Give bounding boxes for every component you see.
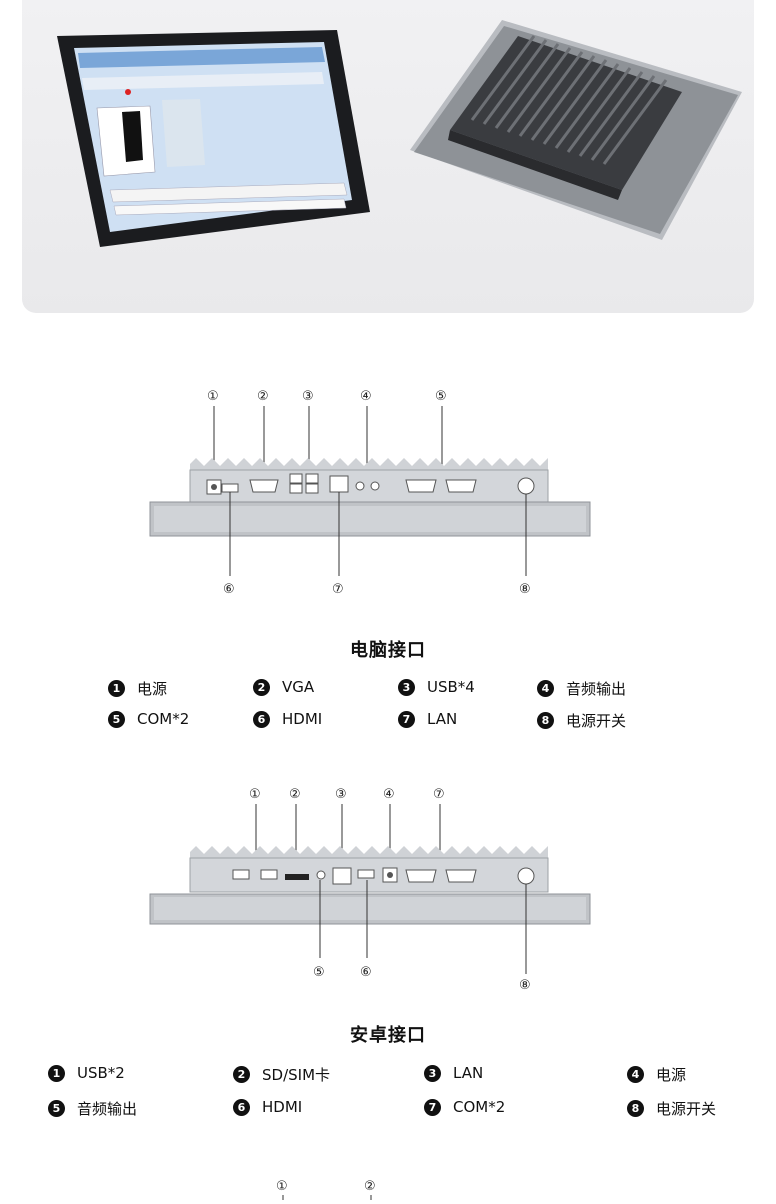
legend-label: HDMI (262, 1098, 303, 1116)
product-photos (57, 20, 742, 247)
number-badge: 3 (398, 678, 415, 696)
number-badge: 5 (48, 1100, 65, 1117)
computer-port-diagram: ① ② ③ ④ ⑤ (0, 380, 776, 600)
computer-port-drawing: ① ② ③ ④ ⑤ (149, 389, 591, 597)
legend-item: 4 音频输出 (537, 678, 626, 699)
callout-5: ⑤ (435, 389, 447, 404)
legend-label: HDMI (282, 710, 323, 728)
legend-label: 音频输出 (566, 680, 627, 698)
legend-label: COM*2 (137, 710, 190, 728)
legend-item: 6 HDMI (233, 1098, 302, 1116)
legend-item: 5 COM*2 (108, 710, 189, 728)
number-badge: 3 (424, 1064, 441, 1082)
legend-label: 电源开关 (566, 712, 627, 730)
legend-item: 1 电源 (108, 678, 167, 699)
number-badge: 5 (108, 710, 125, 728)
callout-5: ⑤ (313, 965, 325, 980)
legend-label: 音频输出 (77, 1100, 138, 1118)
legend-item: 8 电源开关 (627, 1098, 716, 1119)
legend-item: 6 HDMI (253, 710, 322, 728)
legend-label: USB*2 (77, 1064, 125, 1082)
android-port-drawing: ① ② ③ ④ ⑦ (149, 787, 591, 993)
legend-item: 4 电源 (627, 1064, 686, 1085)
number-badge: 6 (253, 710, 270, 728)
legend-label: VGA (282, 678, 315, 696)
front-panel-photo (57, 30, 370, 247)
next-port-diagram: ① ② (0, 1170, 776, 1200)
number-badge: 7 (398, 710, 415, 728)
callout-4: ④ (360, 389, 372, 404)
callout-4: ④ (383, 787, 395, 802)
legend-label: SD/SIM卡 (262, 1066, 331, 1084)
number-badge: 8 (627, 1100, 644, 1117)
legend-label: USB*4 (427, 678, 475, 696)
legend-label: 电源 (656, 1066, 687, 1084)
legend-label: 电源 (137, 680, 168, 698)
legend-label: LAN (453, 1064, 484, 1082)
legend-label: 电源开关 (656, 1100, 717, 1118)
legend-label: COM*2 (453, 1098, 506, 1116)
number-badge: 2 (233, 1066, 250, 1083)
callout-6: ⑥ (223, 582, 235, 597)
callout-1: ① (276, 1179, 288, 1194)
legend-item: 2 VGA (253, 678, 314, 696)
product-photo-panel (22, 0, 754, 313)
callout-1: ① (249, 787, 261, 802)
callout-2: ② (289, 787, 301, 802)
legend-item: 5 音频输出 (48, 1098, 137, 1119)
callout-8: ⑧ (519, 978, 531, 993)
number-badge: 4 (627, 1066, 644, 1083)
callout-6: ⑥ (360, 965, 372, 980)
number-badge: 1 (108, 680, 125, 697)
callout-1: ① (207, 389, 219, 404)
number-badge: 2 (253, 678, 270, 696)
callout-7: ⑦ (332, 582, 344, 597)
next-port-drawing: ① ② (276, 1179, 376, 1200)
android-section-title: 安卓接口 (350, 1025, 426, 1046)
callout-3: ③ (335, 787, 347, 802)
legend-item: 3 USB*4 (398, 678, 475, 696)
number-badge: 7 (424, 1098, 441, 1116)
computer-section-title: 电脑接口 (350, 640, 426, 661)
callout-3: ③ (302, 389, 314, 404)
callout-2: ② (364, 1179, 376, 1194)
number-badge: 6 (233, 1098, 250, 1116)
android-port-diagram: ① ② ③ ④ ⑦ (0, 782, 776, 996)
legend-label: LAN (427, 710, 458, 728)
callout-7: ⑦ (433, 787, 445, 802)
legend-item: 7 COM*2 (424, 1098, 505, 1116)
android-legend: 1 USB*2 2 SD/SIM卡 3 LAN 4 电源 5 音频输出 6 HDMI 7 CO… (0, 1064, 776, 1124)
number-badge: 8 (537, 712, 554, 729)
back-panel-photo (410, 20, 742, 240)
number-badge: 4 (537, 680, 554, 697)
number-badge: 1 (48, 1064, 65, 1082)
callout-2: ② (257, 389, 269, 404)
legend-item: 8 电源开关 (537, 710, 626, 731)
legend-item: 2 SD/SIM卡 (233, 1064, 330, 1085)
legend-item: 3 LAN (424, 1064, 483, 1082)
legend-item: 1 USB*2 (48, 1064, 125, 1082)
legend-item: 7 LAN (398, 710, 457, 728)
callout-8: ⑧ (519, 582, 531, 597)
